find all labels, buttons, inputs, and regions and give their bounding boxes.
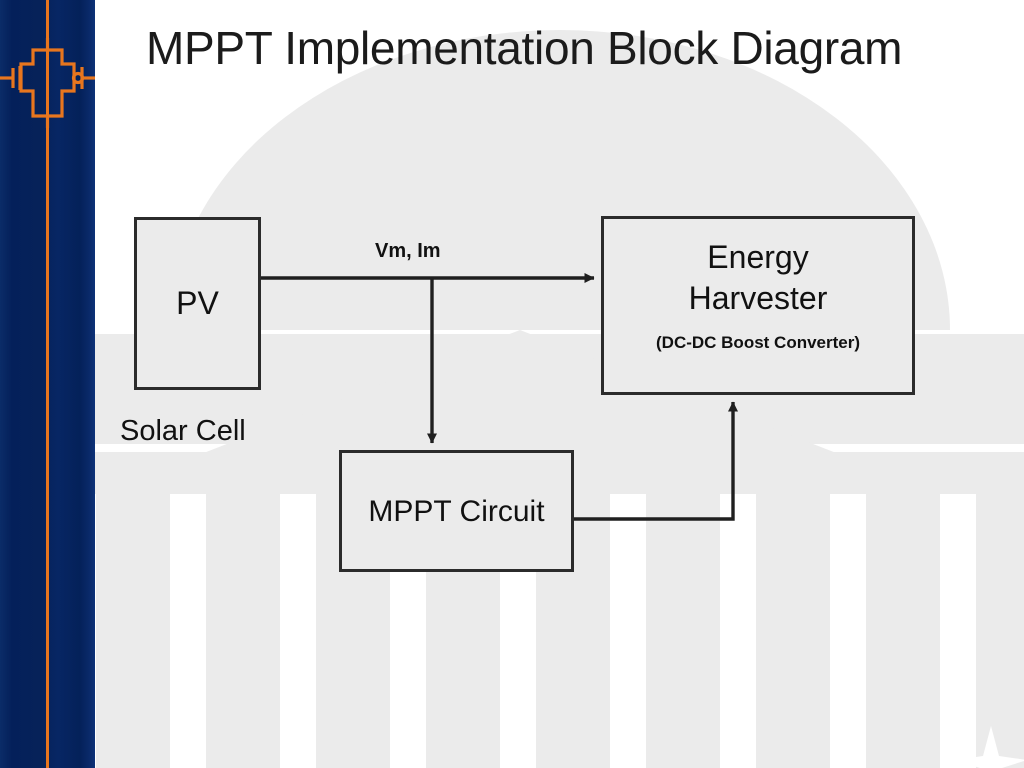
label-vm-im: Vm, Im: [375, 240, 441, 262]
block-mppt-circuit[interactable]: MPPT Circuit: [339, 450, 574, 572]
block-pv-label: PV: [176, 284, 219, 321]
block-energy-harvester-line2: Harvester: [688, 279, 828, 316]
sidebar-accent-line: [46, 0, 49, 768]
connector-mppt-to-harvester: [574, 401, 738, 521]
columns-group: [96, 494, 1024, 768]
block-energy-harvester-label: Energy Harvester: [689, 237, 828, 319]
block-energy-harvester-line1: Energy: [707, 239, 809, 275]
circuit-transistor-icon: [0, 38, 95, 128]
page-title: MPPT Implementation Block Diagram: [146, 22, 903, 74]
block-pv[interactable]: PV: [134, 217, 261, 390]
label-solar-cell: Solar Cell: [120, 415, 246, 447]
block-mppt-circuit-label: MPPT Circuit: [368, 494, 545, 528]
sidebar: [0, 0, 95, 768]
star-icon: [954, 720, 1024, 768]
block-energy-harvester[interactable]: Energy Harvester (DC-DC Boost Converter): [601, 216, 915, 395]
block-energy-harvester-subtitle: (DC-DC Boost Converter): [656, 332, 860, 352]
